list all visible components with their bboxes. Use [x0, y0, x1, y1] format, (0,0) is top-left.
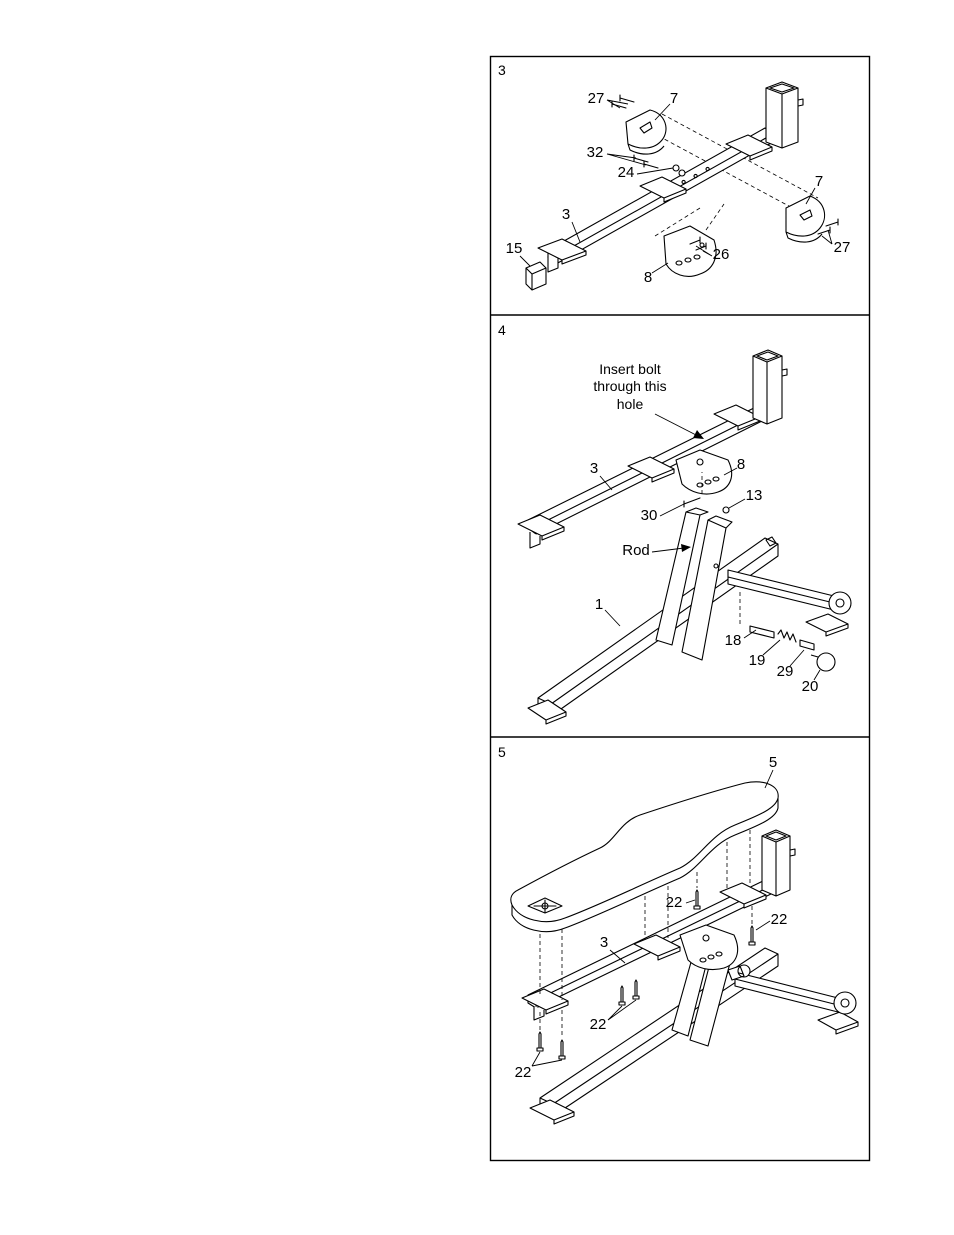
base-cross-tube: [728, 570, 834, 610]
callout-18: 18: [725, 632, 742, 649]
base-foot-plate-rear: [806, 614, 848, 636]
upright-post: [766, 82, 798, 148]
post-pin: [790, 849, 795, 856]
callout-29: 29: [777, 663, 794, 680]
instruction-note-line-3: hole: [617, 396, 644, 412]
callout-26: 26: [713, 246, 730, 263]
step-5-panel: 5 5 22 22: [498, 744, 858, 1124]
callout-3: 3: [562, 206, 570, 223]
pivot-bolt: [684, 498, 700, 507]
bracket-right: [786, 196, 825, 242]
knob: [811, 653, 835, 671]
step-3-number: 3: [498, 62, 506, 78]
callout-27-right: 27: [834, 239, 851, 256]
base-frame-beam: [538, 537, 778, 716]
note-arrow-line: [655, 414, 698, 436]
callout-5: 5: [769, 754, 777, 771]
callout-22-top: 22: [666, 894, 683, 911]
callout-22-left: 22: [515, 1064, 532, 1081]
callout-24: 24: [618, 164, 635, 181]
seat-bolt-middle-b: [633, 980, 639, 999]
upright-post: [753, 350, 782, 424]
wheel: [829, 592, 851, 614]
post-pin: [782, 369, 787, 376]
seat-bolt-middle-a: [619, 986, 625, 1005]
step-3-panel: 3 27 7 32 24 3 7 15 26 27 8: [498, 62, 850, 290]
base-foot-plate-rear: [818, 1012, 858, 1034]
callout-32: 32: [587, 144, 604, 161]
seat-bolt-left-a: [537, 1032, 543, 1051]
pin-sleeve: [800, 640, 814, 650]
base-cross-tube: [735, 972, 838, 1012]
callout-15: 15: [506, 240, 523, 257]
seat-bolt-left-b: [559, 1040, 565, 1059]
seat-bolt-top: [694, 890, 700, 909]
callout-1: 1: [595, 596, 603, 613]
spring: [778, 630, 796, 642]
bolts-center: [634, 155, 658, 168]
end-cap: [526, 262, 546, 290]
pivot-bracket: [680, 925, 738, 970]
callout-3: 3: [590, 460, 598, 477]
wheel: [834, 992, 856, 1014]
pivot-bracket: [676, 450, 732, 494]
pivot-bracket: [664, 226, 716, 276]
upright-post: [762, 830, 790, 896]
callout-3: 3: [600, 934, 608, 951]
instruction-note-line-1: Insert bolt: [599, 361, 661, 377]
callout-8: 8: [644, 269, 652, 286]
callout-30: 30: [641, 507, 658, 524]
callout-27-left: 27: [588, 90, 605, 107]
callout-7-right: 7: [815, 173, 823, 190]
callout-rod: Rod: [622, 542, 650, 559]
seat-bolt-right: [749, 926, 755, 945]
step-5-number: 5: [498, 744, 506, 760]
callout-13: 13: [746, 487, 763, 504]
callout-7-left: 7: [670, 90, 678, 107]
bracket-left: [626, 110, 666, 154]
step-4-panel: 4 Insert bolt through this hole: [498, 322, 851, 724]
callout-22-right: 22: [771, 911, 788, 928]
callout-8: 8: [737, 456, 745, 473]
instruction-note-line-2: through this: [593, 378, 666, 394]
step-4-number: 4: [498, 322, 506, 338]
post-pin: [798, 99, 803, 106]
nuts-center: [673, 165, 685, 176]
callout-22-middle: 22: [590, 1016, 607, 1033]
callout-19: 19: [749, 652, 766, 669]
callout-20: 20: [802, 678, 819, 695]
pivot-nut: [723, 507, 729, 513]
